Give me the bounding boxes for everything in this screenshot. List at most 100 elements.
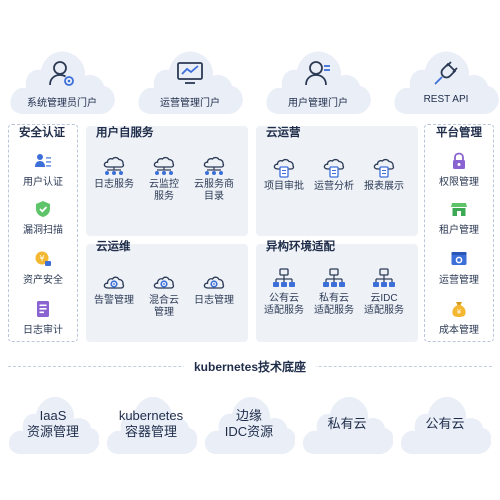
cloud-doc-icon	[323, 158, 345, 178]
svg-text:¥: ¥	[39, 254, 44, 263]
cloud-rest-api: REST API	[392, 44, 500, 116]
cloud-user-portal: 用户管理门户	[264, 44, 372, 116]
side-item-asset-security: ¥ 资产安全	[8, 250, 78, 286]
group-cloud-maintenance	[86, 244, 248, 342]
side-item-label: 成本管理	[439, 325, 479, 336]
side-item-tenant: 租户管理	[424, 200, 494, 236]
group-item: 日志服务	[84, 156, 144, 191]
side-item-permission: 权限管理	[424, 152, 494, 188]
monitor-chart-icon	[177, 62, 203, 84]
security-panel-title: 安全认证	[19, 127, 65, 139]
side-item-vuln-scan: 漏洞扫描	[8, 200, 78, 236]
cloud-label-line1: kubernetes	[118, 408, 184, 423]
user-badge-icon	[35, 154, 51, 167]
group-item: 云服务商 目录	[184, 156, 244, 203]
platform-panel	[424, 124, 494, 342]
cloud-private: 私有云	[301, 390, 393, 456]
side-item-label: 权限管理	[439, 177, 479, 188]
group-item-label: 项目审批	[264, 181, 304, 192]
group-heterogeneous-env	[256, 244, 418, 342]
side-item-label: 日志审计	[23, 325, 63, 336]
store-icon	[451, 203, 467, 216]
cloud-label-line1: IaaS	[39, 408, 67, 423]
side-item-log-audit: 日志审计	[8, 300, 78, 336]
platform-panel-title: 平台管理	[436, 127, 482, 139]
group-item: 项目审批	[254, 156, 314, 193]
cloud-admin-portal: 系统管理员门户	[8, 44, 116, 116]
security-panel	[8, 124, 78, 342]
shield-check-icon	[36, 201, 50, 217]
money-bag-icon: ¥	[452, 302, 466, 317]
group-item-label: 日志管理	[194, 295, 234, 306]
cloud-label: 用户管理门户	[288, 98, 348, 109]
cloud-nodes-icon	[103, 156, 125, 175]
side-item-user-auth: 用户认证	[8, 152, 78, 188]
side-item-label: 租户管理	[439, 225, 479, 236]
cloud-nodes-icon	[203, 156, 225, 175]
cloud-label: 私有云	[327, 416, 367, 431]
lock-icon	[453, 152, 465, 169]
network-tree-icon	[323, 268, 345, 287]
group-title: 云运营	[266, 127, 301, 139]
group-item-label: 云IDC 适配服务	[364, 293, 404, 316]
cloud-gear-icon	[203, 276, 225, 289]
group-item: 报表展示	[354, 156, 414, 193]
group-cloud-operations	[256, 126, 418, 236]
group-item: 日志管理	[184, 272, 244, 307]
group-item-label: 混合云 管理	[149, 295, 179, 318]
cloud-label-line2: 容器管理	[124, 424, 177, 439]
cloud-label-line2: IDC资源	[224, 424, 274, 439]
group-item-label: 云服务商 目录	[194, 179, 234, 202]
base-label: kubernetes技术底座	[0, 358, 500, 375]
cloud-public: 公有云	[399, 390, 491, 456]
network-tree-icon	[373, 268, 395, 287]
group-item-label: 日志服务	[94, 179, 134, 190]
group-item-label: 告警管理	[94, 295, 134, 306]
svg-text:¥: ¥	[457, 308, 462, 316]
admin-user-icon	[49, 61, 74, 86]
group-item: 告警管理	[84, 272, 144, 307]
group-item: 云IDC 适配服务	[354, 268, 414, 317]
cloud-label-line1: 边缘	[235, 408, 262, 423]
group-title: 云运维	[96, 241, 131, 253]
group-item: 公有云 适配服务	[254, 268, 314, 317]
group-user-self-service	[86, 126, 248, 236]
cloud-operations-portal: 运营管理门户	[136, 44, 244, 116]
side-item-label: 资产安全	[23, 275, 63, 286]
group-title: 用户自服务	[96, 127, 154, 139]
side-item-cost: ¥ 成本管理	[424, 300, 494, 336]
group-item: 私有云 适配服务	[304, 268, 364, 317]
group-item: 混合云 管理	[134, 272, 194, 319]
cloud-label: 运营管理门户	[160, 98, 220, 109]
side-item-label: 漏洞扫描	[23, 225, 63, 236]
user-icon	[305, 61, 330, 86]
group-item-label: 私有云 适配服务	[314, 293, 354, 316]
cloud-label: REST API	[423, 94, 469, 105]
money-lock-icon: ¥	[35, 251, 51, 266]
cloud-nodes-icon	[153, 156, 175, 175]
cloud-label: 系统管理员门户	[27, 98, 97, 109]
side-item-label: 用户认证	[23, 177, 63, 188]
cloud-gear-icon	[103, 276, 125, 289]
group-item-label: 云监控 服务	[149, 179, 179, 202]
base-label-text: kubernetes技术底座	[183, 360, 317, 374]
cloud-gear-icon	[153, 276, 175, 289]
group-item-label: 公有云 适配服务	[264, 293, 304, 316]
side-item-label: 运营管理	[439, 275, 479, 286]
side-item-operations: 运营管理	[424, 250, 494, 286]
group-item-label: 报表展示	[364, 181, 404, 192]
cloud-label-line2: 资源管理	[26, 424, 79, 439]
network-tree-icon	[273, 268, 295, 287]
cloud-doc-icon	[373, 158, 395, 178]
cloud-doc-icon	[273, 158, 295, 178]
plug-icon	[434, 61, 458, 85]
group-item: 云监控 服务	[134, 156, 194, 203]
group-title: 异构环境适配	[266, 241, 335, 253]
cloud-label: 公有云	[425, 416, 465, 431]
log-doc-icon	[37, 301, 49, 317]
